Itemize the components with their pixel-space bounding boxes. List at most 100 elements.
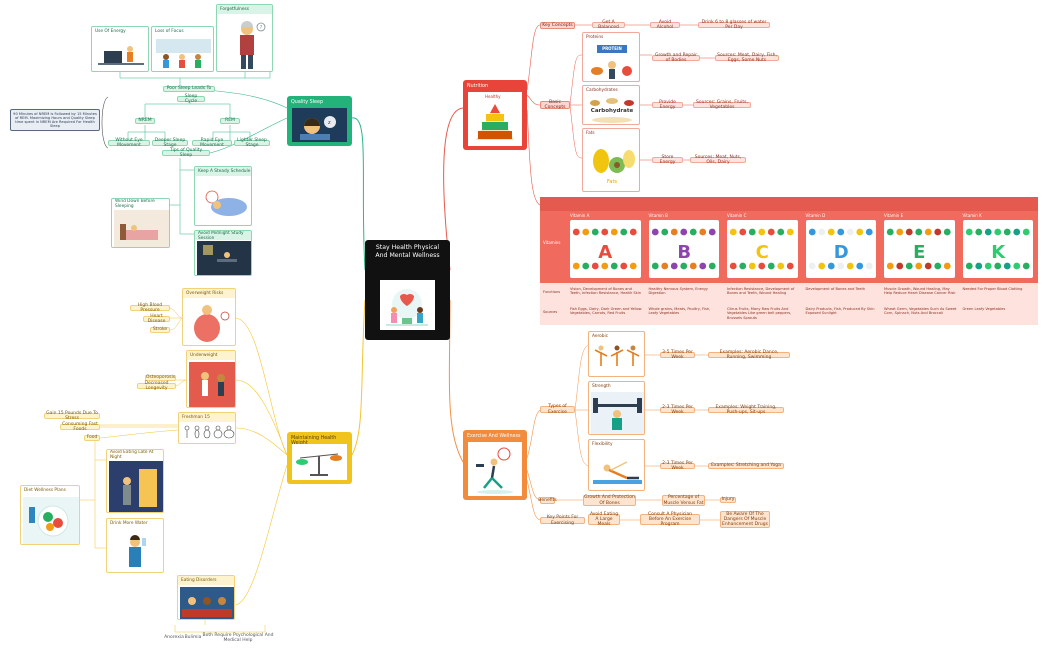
card-label: Flexibility — [592, 442, 613, 447]
tips-of-quality-sleep[interactable]: Tips of Quality Sleep — [162, 148, 210, 158]
vitamin-table-text-rows — [540, 283, 1038, 325]
card-label: Freshman 15 — [179, 413, 235, 422]
protein-banner: PROTEIN — [602, 46, 622, 51]
hub-exercise-and-wellness[interactable]: Exercise And Wellness — [463, 430, 527, 500]
sleep-note: 90 Minutes of NREM is Followed by 15 Min… — [10, 109, 100, 131]
healthy-plate-illustration — [23, 497, 79, 544]
card-diet-wellness-plans[interactable]: Diet Wellness Plans — [20, 485, 80, 545]
card-strength[interactable]: Strength — [588, 381, 645, 435]
benefit-bones[interactable]: Growth And Protection Of Bones — [583, 495, 636, 506]
gain-15-pounds[interactable]: Gain 15 Pounds Due To Stress — [44, 411, 100, 421]
carb-sources[interactable]: Sources: Grains, Fruits, Vegetables — [693, 100, 751, 110]
drink-water[interactable]: Drink 6 to 8 glasses of water Per Day — [698, 20, 770, 30]
sleep-cycle[interactable]: Sleep Cycle — [177, 94, 205, 104]
vitamin-name: Vitamin K — [962, 213, 982, 218]
card-underweight[interactable]: Underweight — [186, 350, 236, 408]
card-freshman-15[interactable]: Freshman 15 — [178, 412, 236, 444]
wellness-illustration — [380, 280, 435, 330]
aerobic-examples[interactable]: Examples: Aerobic Dance, Running, Swimmi… — [708, 350, 790, 360]
osteoporosis[interactable]: Osteoporosis — [145, 375, 176, 381]
card-carbohydrates[interactable]: Carbohydrates Carbohydrate — [582, 85, 640, 125]
benefit-injury[interactable]: Injury — [720, 497, 736, 503]
vitamin-function: Vision, Development of Bones and Teeth, … — [570, 287, 642, 296]
card-eating-disorders[interactable]: Eating Disorders — [177, 575, 235, 620]
card-proteins[interactable]: Proteins PROTEIN — [582, 32, 640, 82]
protein-function[interactable]: Growth and Repair of Bodies — [652, 53, 700, 63]
vitamin-food-illustration: B — [648, 220, 719, 278]
hub-label: Nutrition — [467, 84, 489, 89]
benefits[interactable]: Benefits — [538, 497, 557, 504]
carb-function[interactable]: Provide Energy — [652, 100, 683, 110]
vitamin-sources: Dairy Products, Fish, Produced By Skin E… — [805, 307, 875, 316]
rem[interactable]: REM — [220, 118, 240, 124]
basic-concepts[interactable]: Basic Concepts — [540, 100, 570, 110]
stroke[interactable]: Stroke — [150, 327, 170, 333]
card-overweight-risks[interactable]: Overweight Risks — [182, 288, 236, 346]
vitamins-row-label: Vitamins — [543, 240, 561, 245]
decreased-longevity[interactable]: Decreased Longevity — [137, 381, 176, 391]
flexibility-examples[interactable]: Examples: Stretching and Yoga — [708, 463, 784, 469]
fats-banner: Fats — [606, 179, 618, 185]
card-use-of-energy[interactable]: Use Of Energy — [91, 26, 149, 72]
card-label: Drink More Water — [110, 521, 148, 526]
rapid-eye-movement[interactable]: Rapid Eye Movement — [192, 138, 232, 148]
types-of-exercise[interactable]: Types of Exercise — [540, 404, 575, 415]
card-label: Eating Disorders — [178, 576, 234, 585]
vitamin-function: Healthy Nervous System, Energy Digestion — [648, 287, 708, 296]
key-points-for-exercising[interactable]: Key Points For Exercising — [540, 515, 585, 526]
nrem[interactable]: NREM — [135, 118, 155, 124]
card-avoid-eating-late[interactable]: Avoid Eating Late At Night — [106, 449, 164, 513]
card-loss-of-focus[interactable]: Loss of Focus — [151, 26, 214, 72]
get-a-balanced[interactable]: Get A Balanced — [592, 20, 625, 30]
strength-frequency[interactable]: 2-3 Times Per Week — [660, 405, 695, 415]
card-drink-more-water[interactable]: Drink More Water — [106, 518, 164, 573]
classroom-illustration — [156, 39, 211, 68]
aerobic-frequency[interactable]: 3-5 Times Per Week — [660, 350, 695, 360]
card-aerobic[interactable]: Aerobic — [588, 331, 645, 377]
hub-nutrition[interactable]: Nutrition Healthy — [463, 80, 527, 150]
hub-label: Maintaining Health Weight — [291, 436, 337, 446]
avoid-alcohol[interactable]: Avoid Alcohol — [650, 20, 680, 30]
high-blood-pressure[interactable]: High Blood Pressure — [130, 303, 170, 313]
card-steady-schedule[interactable]: Keep A Steady Schedule — [194, 166, 252, 226]
card-label: Overweight Risks — [183, 289, 235, 298]
keypoint-muscle-drugs[interactable]: Be Aware Of The Dangers Of Muscle Enhanc… — [720, 511, 770, 528]
anorexia[interactable]: Anorexia — [164, 635, 184, 641]
card-flexibility[interactable]: Flexibility — [588, 439, 645, 491]
vitamin-food-illustration: K — [962, 220, 1033, 278]
keypoint-consult-physician[interactable]: Consult A Physician Before An Exercise P… — [640, 512, 700, 527]
central-title: Stay Health Physical And Mental Wellness — [375, 244, 440, 260]
vitamin-function: Muscle Growth, Wound Healing, May Help R… — [884, 287, 956, 296]
card-midnight-study[interactable]: Avoid Midnight Study Session — [194, 230, 252, 276]
fat-sources[interactable]: Sources: Meat, Nuts, Oils, Dairy — [690, 155, 746, 165]
fat-function[interactable]: Store Energy — [652, 155, 683, 165]
poor-sleep-leads-to[interactable]: Poor Sleep Leads To — [163, 86, 215, 92]
protein-sources[interactable]: Sources: Meat, Dairy, Fish, Eggs, Some N… — [715, 53, 779, 63]
consuming-fast-foods[interactable]: Consuming Fast Foods — [60, 422, 100, 432]
key-concepts[interactable]: Key Concepts — [540, 22, 575, 29]
hub-quality-sleep[interactable]: Quality Sleep z — [287, 96, 352, 146]
hub-maintaining-health-weight[interactable]: Maintaining Health Weight — [287, 432, 352, 484]
central-topic[interactable]: Stay Health Physical And Mental Wellness — [365, 240, 450, 340]
card-forgetfulness[interactable]: Forgetfulness ? — [216, 4, 273, 72]
benefit-muscle-fat[interactable]: Percentage of Muscle Versus Fat — [662, 495, 705, 506]
bulimia[interactable]: Bulimia — [184, 635, 202, 641]
svg-text:B: B — [677, 242, 691, 263]
vitamin-function: Infection Resistance, Development of Bon… — [727, 287, 795, 296]
without-eye-movement[interactable]: Without Eye Movement — [108, 138, 150, 148]
card-wind-down[interactable]: Wind Down Before Sleeping — [111, 198, 170, 248]
card-fats[interactable]: Fats Fats — [582, 128, 640, 192]
keypoint-avoid-large-meals[interactable]: Avoid Eating A Large Meals — [588, 511, 620, 528]
functions-row-label: Functions — [543, 290, 561, 294]
strength-examples[interactable]: Examples: Weight Training, Push-ups, Sit… — [708, 405, 784, 415]
hub-label: Quality Sleep — [291, 100, 323, 105]
food[interactable]: Food — [84, 435, 100, 441]
heart-disease[interactable]: Heart Disease — [143, 314, 170, 324]
flexibility-frequency[interactable]: 2-3 Times Per Week — [660, 461, 695, 471]
card-label: Strength — [592, 384, 611, 389]
lighter-sleep-stage[interactable]: Lighter Sleep Stage — [234, 138, 270, 148]
carb-banner: Carbohydrate — [590, 108, 634, 114]
psychological-medical-help[interactable]: Both Require Psychological And Medical H… — [202, 632, 274, 643]
deeper-sleep-stage[interactable]: Deeper Sleep Stage — [152, 138, 188, 148]
